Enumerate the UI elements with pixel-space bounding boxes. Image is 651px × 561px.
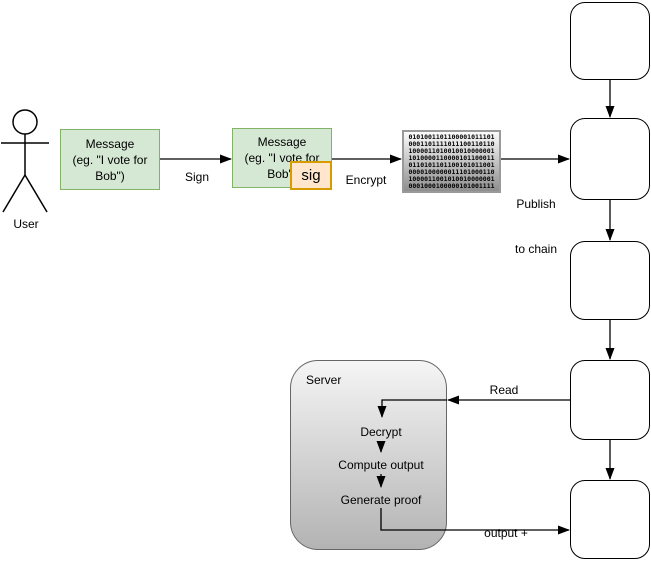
- binary-row: 0110101101100101011001: [408, 160, 495, 169]
- publish-to-chain-label: Publish to chain: [514, 197, 558, 256]
- server-step-generate-proof: Generate proof: [340, 493, 422, 507]
- chain-block-3: [570, 241, 650, 320]
- binary-row: 1000011010010010000001: [408, 146, 495, 155]
- server-step-compute-output: Compute output: [338, 458, 424, 472]
- sign-label: Sign: [184, 170, 210, 184]
- user-label: User: [13, 217, 39, 231]
- message-box-1-line: Message: [85, 136, 135, 151]
- message-box-1-line: (eg. "I vote for: [72, 152, 148, 167]
- binary-row: 0000100000011101000110: [408, 167, 495, 176]
- binary-row: 0001000100000101001111: [408, 181, 495, 190]
- server-title: Server: [306, 373, 342, 387]
- chain-block-1: [570, 2, 650, 80]
- actor-left-leg: [2, 174, 26, 213]
- chain-block-5: [570, 480, 650, 559]
- message-box-1: Message (eg. "I vote for Bob"): [60, 129, 160, 190]
- server-box: [290, 360, 447, 550]
- encrypted-message-box: 0101001101100001011101 00011011110111001…: [402, 130, 501, 193]
- encrypt-label: Encrypt: [345, 173, 387, 187]
- output-proof-label: output + proof: [484, 526, 528, 540]
- message-box-1-line: Bob"): [95, 168, 125, 183]
- message-box-2-line: Bob"): [267, 167, 297, 181]
- chain-block-2: [570, 118, 650, 200]
- chain-block-4: [570, 360, 650, 440]
- actor-right-leg: [24, 174, 48, 213]
- sig-label: sig: [301, 167, 321, 184]
- binary-row: 0101001101100001011101: [408, 132, 495, 141]
- server-step-decrypt: Decrypt: [360, 425, 402, 439]
- user-actor-figure: [1, 109, 49, 213]
- read-label: Read: [489, 383, 519, 397]
- actor-head: [12, 109, 38, 135]
- message-box-2-line: Message: [257, 135, 307, 149]
- sig-box: sig: [290, 161, 332, 190]
- binary-row: 1000011001010010000001: [408, 174, 495, 183]
- binary-row: 1010000110000101100011: [408, 153, 495, 162]
- binary-row: 0001101111011100110110: [408, 139, 495, 148]
